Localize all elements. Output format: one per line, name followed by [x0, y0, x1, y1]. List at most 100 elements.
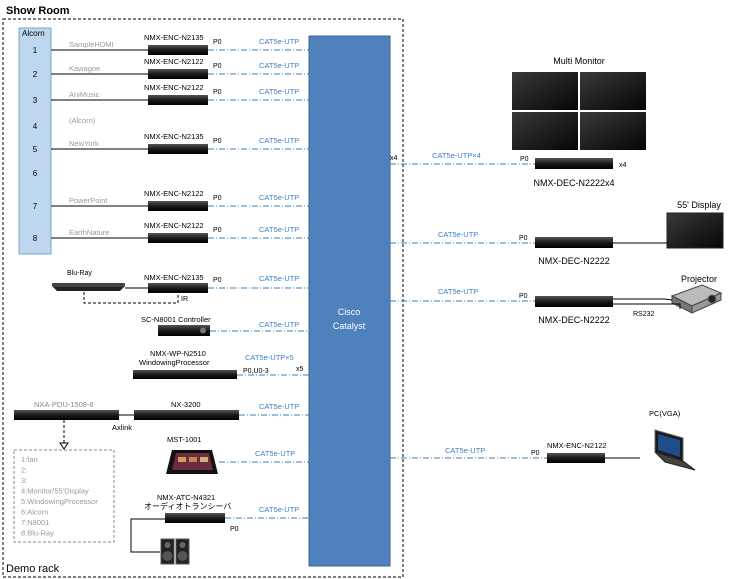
alcorn-slots: 1SampleHDMI2Kawagoe3AniMusic4(Alcorn)5Ne… — [33, 40, 114, 243]
pc-encoder-box — [547, 453, 605, 463]
speaker-line — [130, 518, 165, 553]
mm-mult-right: x4 — [619, 162, 627, 169]
controller-knob — [200, 327, 206, 334]
alcorn-panel — [18, 27, 52, 255]
encoder-model: NMX-ENC-N2122 — [144, 83, 204, 92]
projector-lens — [707, 294, 717, 304]
nx-box — [134, 410, 239, 420]
laptop-base — [654, 451, 696, 471]
encoder-box — [148, 201, 208, 211]
windowing-box — [133, 370, 237, 379]
rack-label: Demo rack — [6, 563, 60, 575]
encoder-model: NMX-ENC-N2122 — [144, 221, 204, 230]
title: Show Room — [6, 5, 70, 17]
display55-cable-label: CAT5e-UTP — [438, 230, 478, 239]
display55-decoder-box — [535, 237, 613, 248]
encoder-port: P0 — [213, 63, 222, 70]
switch-line2: Catalyst — [333, 321, 366, 331]
encoder-port: P0 — [213, 39, 222, 46]
pdu-arrow — [59, 442, 69, 450]
speaker-left-tweeter — [164, 542, 171, 548]
laptop-display — [658, 434, 680, 457]
pc-encoder-model: NMX-ENC-N2122 — [547, 441, 607, 450]
projector-serial-line — [613, 303, 681, 309]
atc-cable-label: CAT5e-UTP — [259, 505, 299, 514]
encoder-model: NMX-ENC-N2122 — [144, 189, 204, 198]
controller-box — [158, 325, 210, 336]
alcorn-slot-label: NewYork — [69, 139, 99, 148]
monitor-tile-2 — [580, 72, 646, 110]
atc-model: NMX-ATC-N4321 — [157, 493, 215, 502]
mm-decoder-model: NMX-DEC-N2222x4 — [533, 178, 614, 188]
windowing-model: NMX-WP-N2510 — [150, 349, 206, 358]
display55-screen — [666, 212, 724, 249]
pc-title: PC(VGA) — [649, 409, 681, 418]
encoder-box — [148, 95, 208, 105]
controller-model: SC-N8001 Controller — [141, 315, 211, 324]
multi-monitor-title: Multi Monitor — [553, 56, 605, 66]
projector-cable-label: CAT5e-UTP — [438, 287, 478, 296]
alcorn-slot-num: 1 — [33, 46, 38, 55]
atc-jp: オーディオトランシーバ — [144, 501, 231, 511]
mst-model: MST-1001 — [167, 435, 202, 444]
encoder-cable-label: CAT5e-UTP — [259, 87, 299, 96]
windowing-cable-label: CAT5e-UTP×5 — [245, 353, 294, 362]
speaker-right-tweeter — [179, 542, 186, 548]
windowing-name: WindowingProcessor — [139, 358, 210, 367]
alcorn-slot-num: 7 — [33, 202, 38, 211]
mst-cable-label: CAT5e-UTP — [255, 449, 295, 458]
outlet-item: 4:Monitor/55'Display — [21, 487, 89, 496]
encoder-box — [148, 144, 208, 154]
encoder-cable-label: CAT5e-UTP — [259, 225, 299, 234]
alcorn-slot-label: Kawagoe — [69, 64, 100, 73]
mm-cable-label: CAT5e-UTP×4 — [432, 151, 481, 160]
alcorn-slot-num: 3 — [33, 96, 38, 105]
encoder-cable-label: CAT5e-UTP — [259, 193, 299, 202]
nx-cable-label: CAT5e-UTP — [259, 402, 299, 411]
atc-port: P0 — [230, 526, 239, 533]
encoder-box — [148, 233, 208, 243]
atc-box — [165, 513, 225, 523]
outlet-item: 8:Blu-Ray — [21, 529, 54, 538]
bluray-encoder-box — [148, 283, 208, 293]
alcorn-slot-num: 4 — [33, 122, 38, 131]
encoder-box — [148, 45, 208, 55]
encoder-port: P0 — [213, 89, 222, 96]
display55-decoder-model: NMX-DEC-N2222 — [538, 256, 610, 266]
projector-title: Projector — [681, 274, 717, 284]
monitor-tile-1 — [512, 72, 578, 110]
pc-cable-label: CAT5e-UTP — [445, 446, 485, 455]
switch-line1: Cisco — [338, 307, 361, 317]
controller-cable-label: CAT5e-UTP — [259, 320, 299, 329]
alcorn-slot-num: 6 — [33, 169, 38, 178]
alcorn-slot-label: SampleHDMI — [69, 40, 114, 49]
encoder-model: NMX-ENC-N2135 — [144, 132, 204, 141]
speaker-right-woofer — [177, 551, 188, 561]
mm-port: P0 — [520, 156, 529, 163]
encoder-port: P0 — [213, 227, 222, 234]
projector-decoder-model: NMX-DEC-N2222 — [538, 315, 610, 325]
alcorn-slot-label: EarthNature — [69, 228, 109, 237]
projector-serial: RS232 — [633, 311, 655, 318]
projector-hdmi-line — [613, 298, 673, 301]
bluray-player-top — [52, 283, 125, 287]
encoder-port: P0 — [213, 195, 222, 202]
outlet-item: 6:Alcorn — [21, 508, 49, 517]
bluray-cable-label: CAT5e-UTP — [259, 274, 299, 283]
pdu-model: NXA-PDU-1508-8 — [34, 400, 94, 409]
pc-port: P0 — [531, 450, 540, 457]
touch-panel-tile — [200, 457, 208, 462]
encoder-model: NMX-ENC-N2135 — [144, 33, 204, 42]
outlet-item: 5:WindowingProcessor — [21, 497, 98, 506]
alcorn-slot-num: 2 — [33, 70, 38, 79]
display55-title: 55' Display — [677, 200, 721, 210]
bluray-label: Blu-Ray — [67, 270, 92, 277]
monitor-tile-4 — [580, 112, 646, 150]
touch-panel-tile — [178, 457, 186, 462]
projector-decoder-box — [535, 296, 613, 307]
bluray-encoder-model: NMX-ENC-N2135 — [144, 273, 204, 282]
touch-panel-tile — [189, 457, 197, 462]
ir-label: IR — [181, 296, 188, 303]
